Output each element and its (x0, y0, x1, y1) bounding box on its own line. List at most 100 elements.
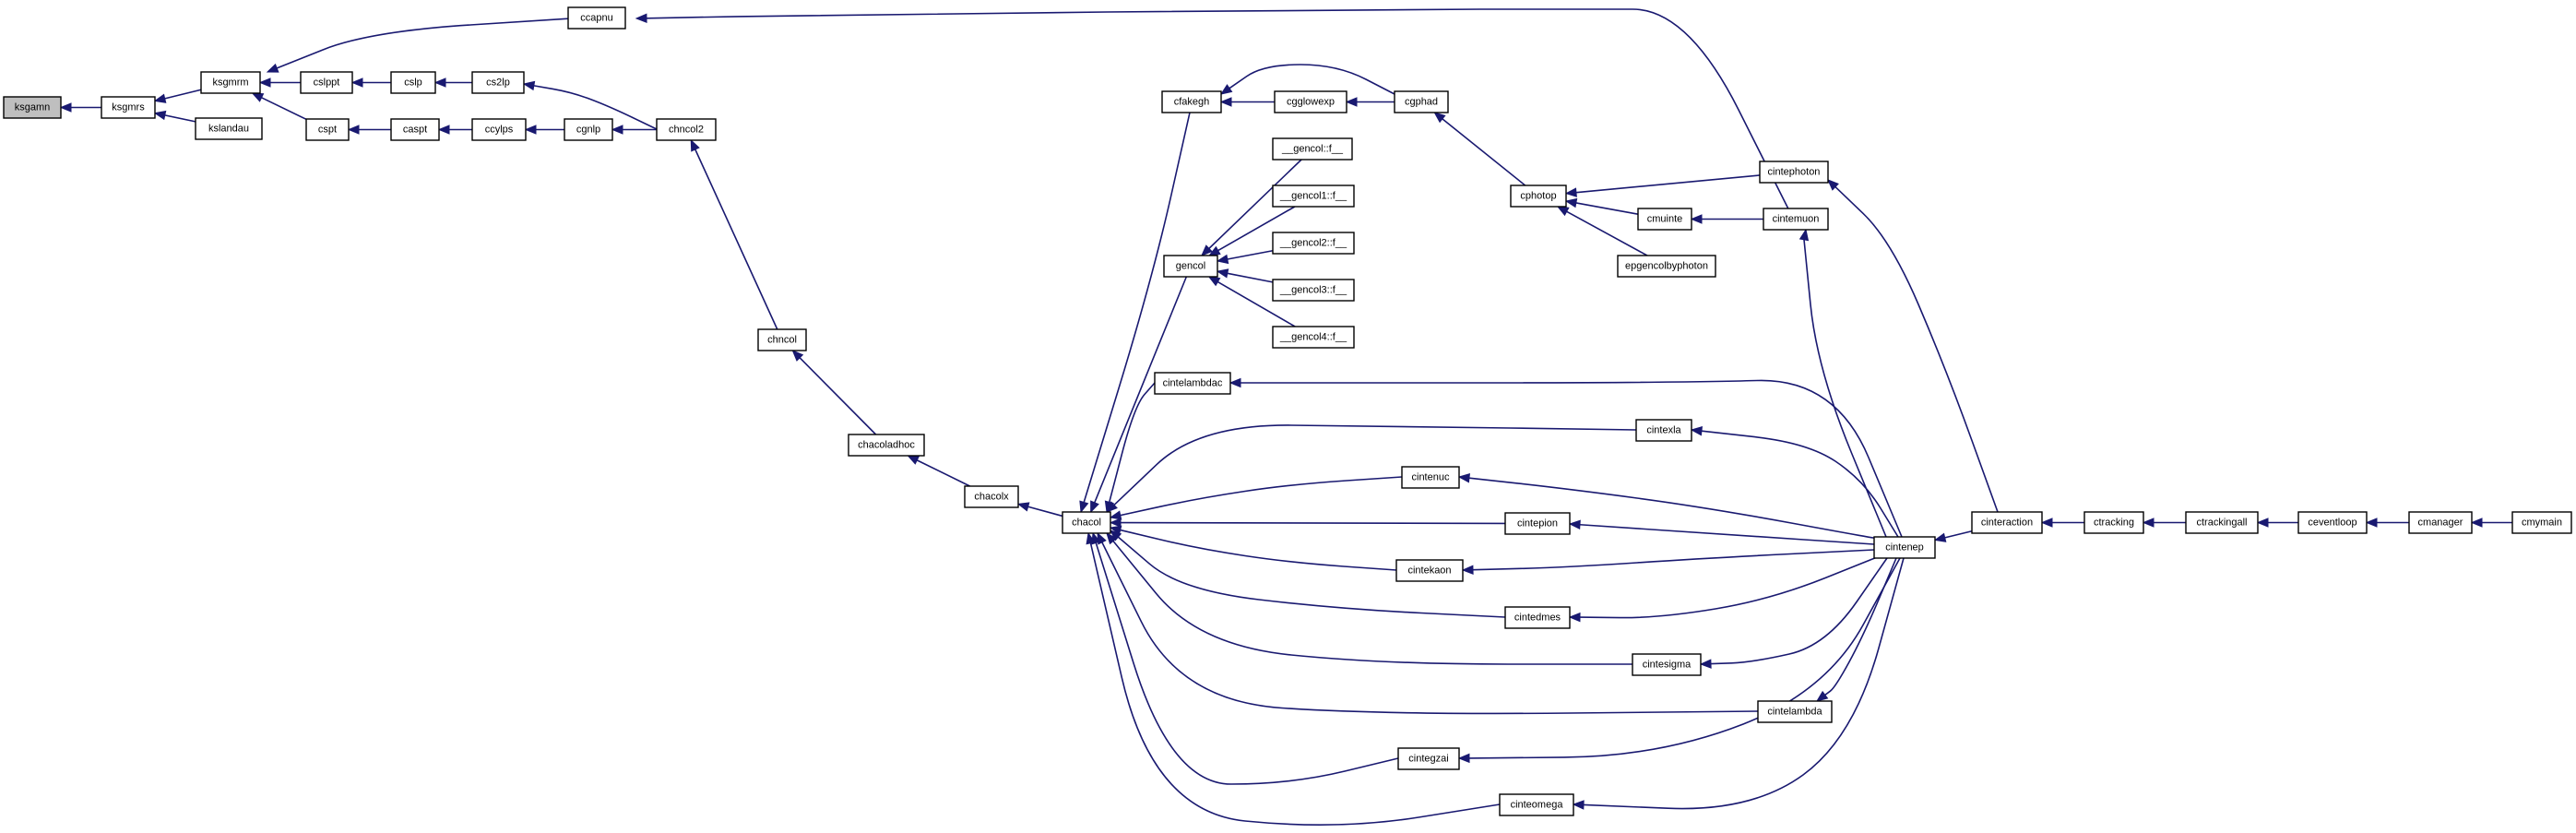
node-caspt[interactable]: caspt (390, 118, 440, 141)
node-box[interactable] (2083, 511, 2144, 534)
node-box[interactable] (390, 71, 436, 94)
node-cinteraction[interactable]: cinteraction (1971, 511, 2043, 534)
node-gencol4[interactable]: __gencol4::f__ (1272, 326, 1355, 349)
node-chacol[interactable]: chacol (1062, 511, 1111, 534)
node-label: cmuinte (1647, 214, 1683, 225)
node-ksgmrm[interactable]: ksgmrm (200, 71, 261, 94)
node-chacolx[interactable]: chacolx (964, 485, 1019, 508)
node-box[interactable] (757, 328, 807, 351)
node-cs2lp[interactable]: cs2lp (471, 71, 525, 94)
node-box[interactable] (848, 434, 925, 457)
node-epgencolbyphoton[interactable]: epgencolbyphoton (1617, 255, 1716, 278)
node-box[interactable] (1635, 419, 1692, 442)
node-ctracking[interactable]: ctracking (2083, 511, 2144, 534)
node-box[interactable] (1397, 747, 1460, 770)
node-box[interactable] (390, 118, 440, 141)
node-box[interactable] (1274, 90, 1347, 113)
node-ksgamn[interactable]: ksgamn (3, 96, 62, 119)
node-box[interactable] (1617, 255, 1716, 278)
node-cintelambda[interactable]: cintelambda (1757, 700, 1833, 723)
node-box[interactable] (1394, 90, 1449, 113)
node-box[interactable] (1757, 700, 1833, 723)
node-cintephoton[interactable]: cintephoton (1759, 161, 1829, 184)
node-kslandau[interactable]: kslandau (195, 117, 263, 140)
node-gencol3[interactable]: __gencol3::f__ (1272, 279, 1355, 302)
node-cintelambdac[interactable]: cintelambdac (1154, 372, 1231, 395)
node-box[interactable] (1272, 184, 1355, 208)
node-ksgmrs[interactable]: ksgmrs (101, 96, 156, 119)
node-ccylps[interactable]: ccylps (471, 118, 527, 141)
node-cintemuon[interactable]: cintemuon (1763, 208, 1829, 231)
node-gencol[interactable]: gencol (1163, 255, 1218, 278)
node-cphotop[interactable]: cphotop (1510, 184, 1567, 208)
node-box[interactable] (2297, 511, 2368, 534)
node-cintexla[interactable]: cintexla (1635, 419, 1692, 442)
node-ccapnu[interactable]: ccapnu (567, 6, 626, 30)
node-chncol2[interactable]: chncol2 (656, 118, 717, 141)
node-box[interactable] (1395, 559, 1464, 582)
node-box[interactable] (1272, 232, 1355, 255)
node-box[interactable] (1759, 161, 1829, 184)
edge-gencol4-to-gencol (1217, 280, 1296, 327)
node-box[interactable] (1062, 511, 1111, 534)
node-box[interactable] (656, 118, 717, 141)
node-box[interactable] (567, 6, 626, 30)
node-cintegzai[interactable]: cintegzai (1397, 747, 1460, 770)
node-box[interactable] (564, 118, 613, 141)
node-cmymain[interactable]: cmymain (2511, 511, 2572, 534)
node-box[interactable] (1763, 208, 1829, 231)
node-gencol0[interactable]: __gencol::f__ (1272, 137, 1353, 161)
node-cintesigma[interactable]: cintesigma (1632, 653, 1702, 676)
node-cfakegh[interactable]: cfakegh (1161, 90, 1222, 113)
node-box[interactable] (1272, 279, 1355, 302)
node-box[interactable] (1637, 208, 1692, 231)
node-box[interactable] (200, 71, 261, 94)
node-box[interactable] (2408, 511, 2473, 534)
node-box[interactable] (1154, 372, 1231, 395)
node-chncol[interactable]: chncol (757, 328, 807, 351)
node-cspt[interactable]: cspt (305, 118, 350, 141)
node-box[interactable] (1163, 255, 1218, 278)
node-cintenuc[interactable]: cintenuc (1401, 466, 1460, 489)
node-box[interactable] (300, 71, 353, 94)
node-cintenep[interactable]: cintenep (1873, 536, 1936, 559)
node-box[interactable] (1401, 466, 1460, 489)
node-box[interactable] (1504, 606, 1571, 629)
node-cintepion[interactable]: cintepion (1504, 512, 1571, 535)
node-box[interactable] (1272, 326, 1355, 349)
node-cmuinte[interactable]: cmuinte (1637, 208, 1692, 231)
node-cintedmes[interactable]: cintedmes (1504, 606, 1571, 629)
node-cgglowexp[interactable]: cgglowexp (1274, 90, 1347, 113)
node-box[interactable] (964, 485, 1019, 508)
node-box[interactable] (101, 96, 156, 119)
node-gencol2[interactable]: __gencol2::f__ (1272, 232, 1355, 255)
node-box[interactable] (1873, 536, 1936, 559)
edge-cintenep-to-cintenuc-arrowhead (1457, 473, 1471, 483)
node-box[interactable] (471, 118, 527, 141)
node-box[interactable] (1272, 137, 1353, 161)
node-box[interactable] (1632, 653, 1702, 676)
node-box[interactable] (3, 96, 62, 119)
node-cgnlp[interactable]: cgnlp (564, 118, 613, 141)
node-box[interactable] (1971, 511, 2043, 534)
node-box[interactable] (1504, 512, 1571, 535)
node-box[interactable] (2511, 511, 2572, 534)
node-cintekaon[interactable]: cintekaon (1395, 559, 1464, 582)
node-cinteomega[interactable]: cinteomega (1499, 793, 1574, 816)
node-cslp[interactable]: cslp (390, 71, 436, 94)
node-ceventloop[interactable]: ceventloop (2297, 511, 2368, 534)
edge-cintegzai-to-chacol (1095, 542, 1399, 785)
node-gencol1[interactable]: __gencol1::f__ (1272, 184, 1355, 208)
node-box[interactable] (195, 117, 263, 140)
node-cslppt[interactable]: cslppt (300, 71, 353, 94)
node-box[interactable] (1510, 184, 1567, 208)
node-box[interactable] (471, 71, 525, 94)
node-box[interactable] (305, 118, 350, 141)
node-cmanager[interactable]: cmanager (2408, 511, 2473, 534)
node-box[interactable] (1499, 793, 1574, 816)
node-box[interactable] (2185, 511, 2259, 534)
node-cgphad[interactable]: cgphad (1394, 90, 1449, 113)
node-chacoladhoc[interactable]: chacoladhoc (848, 434, 925, 457)
node-box[interactable] (1161, 90, 1222, 113)
node-ctrackingall[interactable]: ctrackingall (2185, 511, 2259, 534)
